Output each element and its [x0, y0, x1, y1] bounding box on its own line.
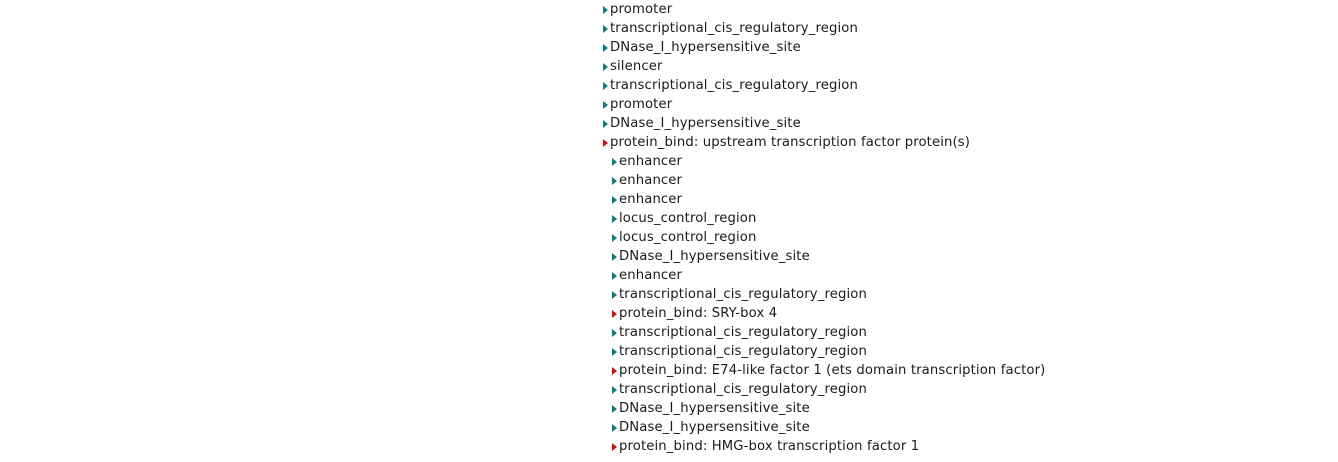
feature-label: promoter: [610, 2, 673, 17]
feature-label: DNase_I_hypersensitive_site: [610, 116, 801, 131]
feature-label: enhancer: [619, 173, 683, 188]
triangle-right-icon[interactable]: [612, 252, 617, 261]
feature-row[interactable]: transcriptional_cis_regulatory_region: [0, 285, 1338, 304]
triangle-right-icon[interactable]: [603, 119, 608, 128]
feature-row[interactable]: protein_bind: SRY-box 4: [0, 304, 1338, 323]
feature-row[interactable]: enhancer: [0, 171, 1338, 190]
feature-row[interactable]: enhancer: [0, 152, 1338, 171]
feature-row[interactable]: DNase_I_hypersensitive_site: [0, 399, 1338, 418]
feature-row[interactable]: promoter: [0, 0, 1338, 19]
feature-label: enhancer: [619, 154, 683, 169]
feature-row[interactable]: protein_bind: HMG-box transcription fact…: [0, 437, 1338, 456]
feature-label: protein_bind: HMG-box transcription fact…: [619, 439, 920, 454]
feature-row[interactable]: enhancer: [0, 266, 1338, 285]
feature-label: transcriptional_cis_regulatory_region: [619, 344, 867, 359]
feature-row[interactable]: protein_bind: E74-like factor 1 (ets dom…: [0, 361, 1338, 380]
feature-label: promoter: [610, 97, 673, 112]
feature-label: transcriptional_cis_regulatory_region: [610, 21, 858, 36]
feature-label: DNase_I_hypersensitive_site: [619, 420, 810, 435]
triangle-right-icon[interactable]: [603, 81, 608, 90]
feature-row[interactable]: promoter: [0, 95, 1338, 114]
triangle-right-icon[interactable]: [612, 176, 617, 185]
feature-row[interactable]: locus_control_region: [0, 228, 1338, 247]
feature-label: DNase_I_hypersensitive_site: [619, 401, 810, 416]
triangle-right-icon[interactable]: [603, 100, 608, 109]
feature-label: silencer: [610, 59, 663, 74]
triangle-right-icon[interactable]: [612, 385, 617, 394]
feature-label: enhancer: [619, 192, 683, 207]
feature-row[interactable]: transcriptional_cis_regulatory_region: [0, 19, 1338, 38]
feature-label: DNase_I_hypersensitive_site: [610, 40, 801, 55]
feature-row[interactable]: transcriptional_cis_regulatory_region: [0, 380, 1338, 399]
triangle-right-icon[interactable]: [612, 423, 617, 432]
triangle-right-icon[interactable]: [612, 157, 617, 166]
triangle-right-icon[interactable]: [612, 347, 617, 356]
feature-label: transcriptional_cis_regulatory_region: [610, 78, 858, 93]
feature-label: transcriptional_cis_regulatory_region: [619, 382, 867, 397]
feature-label: protein_bind: E74-like factor 1 (ets dom…: [619, 363, 1046, 378]
triangle-right-icon[interactable]: [612, 328, 617, 337]
feature-label: transcriptional_cis_regulatory_region: [619, 325, 867, 340]
feature-row[interactable]: transcriptional_cis_regulatory_region: [0, 342, 1338, 361]
feature-row[interactable]: DNase_I_hypersensitive_site: [0, 38, 1338, 57]
triangle-right-icon[interactable]: [603, 138, 608, 147]
feature-label: locus_control_region: [619, 211, 757, 226]
feature-label: protein_bind: upstream transcription fac…: [610, 135, 971, 150]
triangle-right-icon[interactable]: [603, 5, 608, 14]
triangle-right-icon[interactable]: [612, 366, 617, 375]
triangle-right-icon[interactable]: [612, 195, 617, 204]
triangle-right-icon[interactable]: [612, 214, 617, 223]
triangle-right-icon[interactable]: [612, 290, 617, 299]
triangle-right-icon[interactable]: [603, 43, 608, 52]
feature-label: locus_control_region: [619, 230, 757, 245]
feature-row[interactable]: transcriptional_cis_regulatory_region: [0, 323, 1338, 342]
triangle-right-icon[interactable]: [603, 62, 608, 71]
feature-label: DNase_I_hypersensitive_site: [619, 249, 810, 264]
feature-row[interactable]: DNase_I_hypersensitive_site: [0, 114, 1338, 133]
feature-row[interactable]: protein_bind: upstream transcription fac…: [0, 133, 1338, 152]
feature-row[interactable]: DNase_I_hypersensitive_site: [0, 418, 1338, 437]
triangle-right-icon[interactable]: [612, 309, 617, 318]
feature-row[interactable]: enhancer: [0, 190, 1338, 209]
feature-label: transcriptional_cis_regulatory_region: [619, 287, 867, 302]
triangle-right-icon[interactable]: [603, 24, 608, 33]
feature-label: enhancer: [619, 268, 683, 283]
feature-row[interactable]: locus_control_region: [0, 209, 1338, 228]
triangle-right-icon[interactable]: [612, 233, 617, 242]
feature-row[interactable]: transcriptional_cis_regulatory_region: [0, 76, 1338, 95]
triangle-right-icon[interactable]: [612, 271, 617, 280]
feature-row[interactable]: DNase_I_hypersensitive_site: [0, 247, 1338, 266]
feature-row[interactable]: silencer: [0, 57, 1338, 76]
triangle-right-icon[interactable]: [612, 404, 617, 413]
triangle-right-icon[interactable]: [612, 442, 617, 451]
feature-label: protein_bind: SRY-box 4: [619, 306, 778, 321]
